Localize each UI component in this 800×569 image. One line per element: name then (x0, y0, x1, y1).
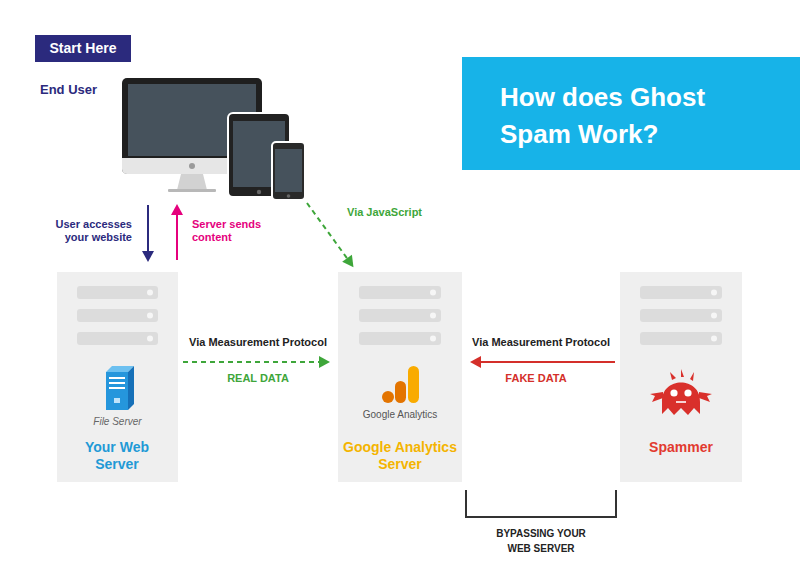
connector-line (307, 203, 348, 259)
logo-bar (408, 366, 419, 403)
monitor-base (168, 189, 216, 192)
ghost-arm (699, 392, 712, 402)
devices-illustration (122, 78, 305, 200)
analytics-logo (382, 366, 419, 403)
connector-arrow (470, 356, 615, 368)
bracket-note: BYPASSING YOUR WEB SERVER (486, 526, 596, 556)
server-led (711, 313, 717, 319)
ghost-mouth (676, 401, 686, 403)
edge-label: User accesses your website (42, 218, 132, 244)
arrow-head (342, 255, 353, 267)
connector-line (183, 361, 320, 363)
icon-caption: File Server (57, 415, 178, 428)
ghost-arm (650, 392, 663, 402)
file-server-icon (106, 366, 134, 410)
server-bar (640, 286, 722, 299)
data-tag: REAL DATA (198, 372, 318, 385)
edge-label: Server sends content (192, 218, 270, 244)
edge-label: Via JavaScript (347, 206, 457, 219)
server-bar (77, 309, 158, 322)
ghost-eye (684, 389, 691, 396)
server-side (128, 366, 134, 410)
tablet-button (257, 190, 261, 194)
server-bar (77, 286, 158, 299)
monitor-logo (189, 163, 195, 169)
phone-frame (272, 142, 305, 200)
tablet-screen (233, 121, 285, 187)
connector-line (147, 205, 149, 252)
connector-line (480, 361, 615, 363)
logo-bar (395, 381, 406, 403)
monitor-stand (177, 174, 207, 190)
server-bar (359, 309, 441, 322)
server-panel: Spammer (620, 272, 742, 482)
connector-arrow (142, 205, 154, 262)
server-led (430, 290, 436, 296)
connector-arrow (183, 356, 330, 368)
server-panel: File ServerYour Web Server (57, 272, 178, 482)
arrow-head (142, 251, 154, 262)
server-slot (109, 377, 125, 379)
phone-screen (275, 149, 302, 192)
server-led (147, 313, 153, 319)
bypass-bracket (466, 490, 616, 517)
server-bar (640, 309, 722, 322)
badge-text: Start Here (35, 35, 131, 62)
server-bar (77, 332, 158, 345)
server-bar (359, 286, 441, 299)
logo-dot (382, 391, 394, 403)
tablet-frame (228, 113, 290, 197)
connector-arrow (307, 203, 353, 267)
ghost-body (662, 383, 700, 416)
edge-label: Via Measurement Protocol (168, 336, 348, 349)
server-title: Your Web Server (72, 439, 162, 473)
connector-arrow (171, 204, 183, 260)
icon-caption: Google Analytics (338, 408, 462, 421)
server-led (711, 336, 717, 342)
server-title: Google Analytics Server (343, 439, 457, 473)
ghost-spikes (670, 369, 694, 381)
server-slot (109, 387, 125, 389)
phone-button (287, 194, 291, 198)
server-slot (109, 382, 125, 384)
server-led (430, 336, 436, 342)
arrow-head (319, 356, 330, 368)
server-bars (77, 286, 722, 345)
title-text: How does Ghost Spam Work? (500, 79, 740, 153)
start-badge: Start Here (35, 35, 131, 62)
server-led (147, 336, 153, 342)
monitor-frame (122, 78, 262, 174)
ghost-eye (670, 389, 677, 396)
server-led (147, 290, 153, 296)
group-heading: End User (40, 82, 130, 98)
monitor-screen (128, 84, 256, 156)
server-button (114, 398, 120, 403)
ghost-icon (650, 369, 712, 415)
server-bar (359, 332, 441, 345)
arrow-head (171, 204, 183, 215)
server-bar (640, 332, 722, 345)
server-title: Spammer (620, 439, 742, 456)
title-banner: How does Ghost Spam Work? (462, 57, 800, 170)
server-led (430, 313, 436, 319)
end-user-group: End User (35, 78, 310, 203)
server-top (106, 366, 134, 372)
connector-line (176, 214, 178, 260)
edge-label: Via Measurement Protocol (451, 336, 631, 349)
server-front (106, 372, 128, 410)
server-led (711, 290, 717, 296)
monitor-chin (122, 158, 262, 174)
server-panel: Google AnalyticsGoogle Analytics Server (338, 272, 462, 482)
data-tag: FAKE DATA (476, 372, 596, 385)
arrow-head (470, 356, 481, 368)
